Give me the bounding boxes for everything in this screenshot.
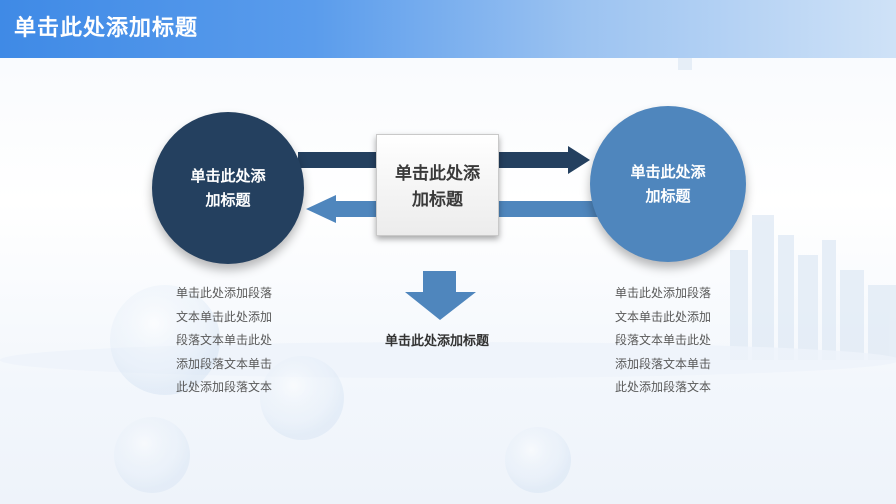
right-circle-text[interactable]: 单击此处添 加标题 [630,163,706,205]
left-circle: 单击此处添 加标题 [152,112,304,264]
center-box-text[interactable]: 单击此处添 加标题 [395,164,480,210]
right-circle: 单击此处添 加标题 [590,106,746,262]
arrow-down-icon [405,271,476,320]
sub-title[interactable]: 单击此处添加标题 [384,334,489,349]
left-paragraph[interactable]: 单击此处添加段落 文本单击此处添加 段落文本单击此处 添加段落文本单击 此处添加… [176,286,273,394]
skyline [678,20,896,360]
center-box: 单击此处添 加标题 [376,134,499,236]
slide-title[interactable]: 单击此处添加标题 [14,16,199,41]
left-circle-text[interactable]: 单击此处添 加标题 [190,167,266,209]
right-paragraph[interactable]: 单击此处添加段落 文本单击此处添加 段落文本单击此处 添加段落文本单击 此处添加… [615,286,712,394]
header-bar: 单击此处添加标题 [0,0,896,58]
